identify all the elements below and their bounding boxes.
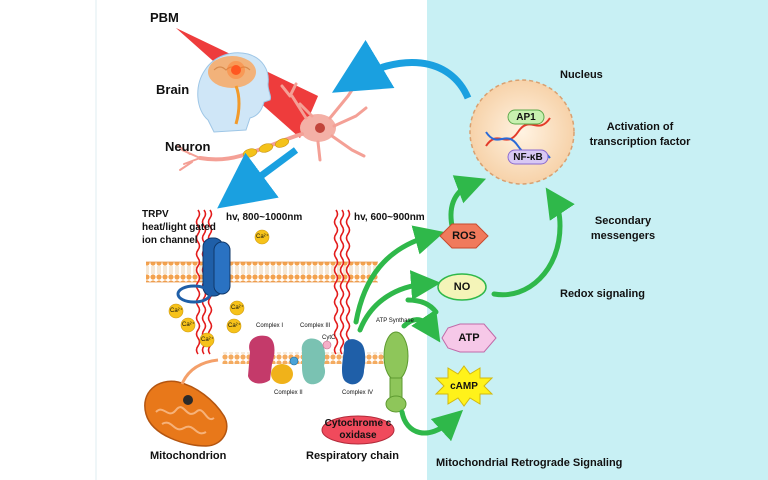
ca-label-5: Ca²⁺ — [228, 323, 241, 329]
mitochondrion-label: Mitochondrion — [150, 450, 227, 462]
brain-label: Brain — [156, 82, 190, 97]
complex-i-shape — [248, 335, 275, 384]
complex-ii-shape — [271, 364, 293, 384]
mitochondrion-icon — [144, 380, 228, 447]
neuron-to-cell-arrow — [217, 147, 299, 209]
cytc-shape — [322, 340, 332, 350]
ap1-label: AP1 — [516, 111, 536, 123]
ion-channel-icon — [176, 237, 231, 304]
mito-to-chain-arrow — [180, 358, 219, 385]
cytc-label: CytC — [322, 335, 336, 341]
complex-i-label: Complex I — [256, 323, 284, 329]
ca-label-6: Ca²⁺ — [201, 337, 214, 343]
atp-label: ATP — [458, 332, 480, 344]
complex-ii-label: Complex II — [274, 390, 303, 396]
pbm-label: PBM — [150, 10, 179, 25]
cytochrome-oxidase-shape — [321, 415, 395, 445]
cytochrome-oxidase-label: Cytochrome c oxidase — [324, 418, 392, 441]
neuron-label: Neuron — [165, 139, 211, 154]
camp-label: cAMP — [450, 380, 478, 392]
hv-800-1000-label: hv, 800~1000nm — [226, 212, 303, 223]
ap1-pill — [507, 109, 545, 125]
green-signal-arrows — [353, 175, 575, 442]
redox-signaling-label: Redox signaling — [560, 288, 645, 300]
atp-synthase-label: ATP Synthase — [376, 318, 414, 324]
complex-iv-label: Complex IV — [342, 390, 374, 396]
complex-iii-label: Complex III — [300, 323, 331, 329]
ca-label-1: Ca²⁺ — [256, 234, 269, 240]
no-shape — [437, 273, 487, 301]
activation-label: Activation of transcription factor — [589, 121, 691, 148]
complex-iii-shape — [301, 338, 326, 385]
brain-head-icon — [197, 52, 272, 133]
nucleus-to-neuron-arrow — [331, 39, 472, 100]
atp-shape — [441, 323, 497, 353]
atp-synthase-icon — [383, 331, 409, 413]
nfkb-pill — [507, 149, 549, 165]
ros-label: ROS — [452, 230, 476, 242]
hv-600-900-label: hv, 600~900nm — [354, 212, 425, 223]
nucleus-icon — [469, 79, 575, 185]
camp-burst-shape — [434, 365, 494, 407]
nfkb-label: NF-κB — [513, 151, 543, 163]
no-label: NO — [453, 281, 471, 293]
complex-iv-shape — [342, 339, 366, 385]
respiratory-chain-label: Respiratory chain — [306, 450, 399, 462]
secondary-messengers-label: Secondary messengers — [590, 215, 656, 242]
nucleus-label: Nucleus — [560, 69, 603, 81]
trpv-label: TRPV heat/light gated ion channel — [142, 209, 216, 246]
ros-shape — [439, 223, 489, 249]
ca-label-4: Ca²⁺ — [231, 305, 244, 311]
light-beam-600-900 — [333, 209, 351, 355]
calcium-ions — [168, 229, 270, 348]
ca-label-2: Ca²⁺ — [170, 308, 183, 314]
ca-label-3: Ca²⁺ — [182, 322, 195, 328]
ubiquinone-shape — [289, 356, 299, 366]
retrograde-signaling-label: Mitochondrial Retrograde Signaling — [436, 457, 623, 469]
